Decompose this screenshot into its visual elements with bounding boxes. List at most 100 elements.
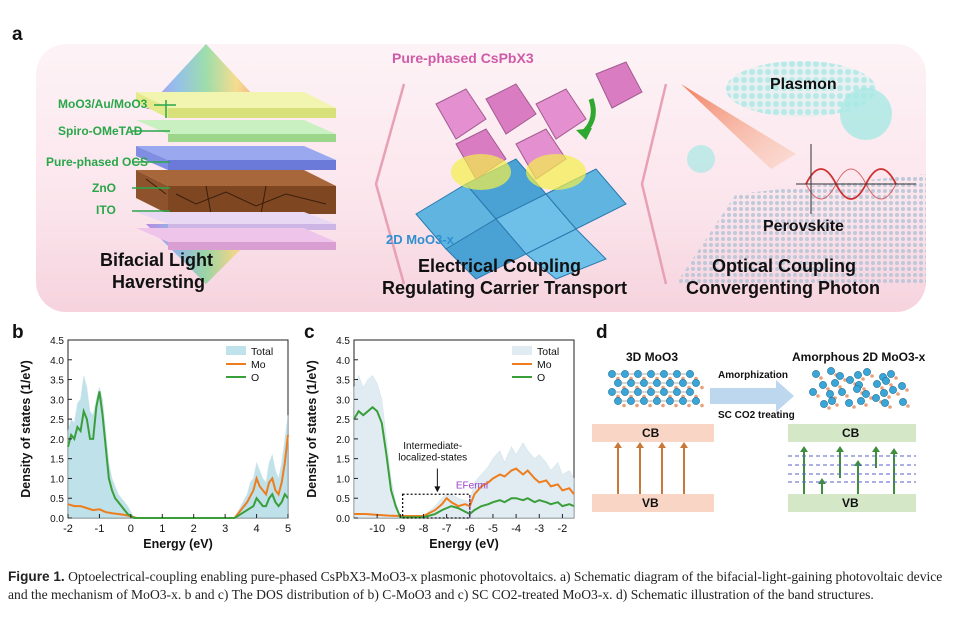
x-tick-label: 1 — [159, 523, 165, 535]
center-title-line2: Regulating Carrier Transport — [382, 278, 628, 298]
o-atom — [700, 385, 704, 390]
left-title-line1: Bifacial Light — [100, 250, 214, 270]
mo-atom — [880, 389, 888, 397]
series-mo-line — [67, 434, 289, 519]
excitation-arrows-right — [800, 446, 898, 494]
x-tick-label: 0 — [128, 523, 134, 535]
lattice-3d-moo3 — [608, 370, 704, 408]
o-atom — [852, 405, 856, 409]
mo-atom — [634, 370, 642, 378]
o-atom — [887, 395, 891, 399]
o-atom — [880, 386, 884, 390]
y-tick-label: 4.0 — [336, 356, 350, 367]
mo-atom — [608, 370, 616, 378]
o-atom — [905, 388, 909, 392]
annotation-efermi: EFermi — [456, 480, 488, 491]
mo-atom — [692, 397, 700, 405]
legend-label: O — [251, 372, 259, 384]
mo-atom — [660, 388, 668, 396]
perovskite-label: Perovskite — [763, 218, 844, 235]
mo-atom — [653, 397, 661, 405]
intermediate-levels — [788, 455, 916, 483]
y-tick-label: 4.0 — [50, 356, 64, 367]
y-tick-label: 0.5 — [336, 494, 350, 505]
x-tick-label: 4 — [254, 523, 260, 535]
mo-atom — [679, 397, 687, 405]
panel-label-a: a — [12, 24, 23, 45]
x-tick-label: 2 — [191, 523, 197, 535]
o-atom — [648, 403, 652, 408]
cb-band-right — [788, 424, 916, 442]
y-tick-label: 3.5 — [336, 376, 350, 387]
legend-swatch — [512, 346, 532, 355]
y-axis-label: Density of states (1/eV) — [306, 360, 319, 498]
y-tick-label: 2.0 — [50, 435, 64, 446]
mo-atom — [898, 382, 906, 390]
x-tick-label: -4 — [511, 523, 521, 535]
o-atom — [622, 403, 626, 408]
layer-label-spiro: Spiro-OMeTAD — [58, 124, 143, 138]
o-atom — [826, 387, 830, 391]
right-title-line2: Convergenting Photon — [686, 278, 880, 298]
band-structure-diagram — [592, 367, 916, 512]
y-tick-label: 0.5 — [50, 494, 64, 505]
o-atom — [870, 374, 874, 378]
legend-label: Total — [537, 346, 559, 358]
d-cb-left: CB — [642, 426, 660, 440]
o-atom — [869, 396, 873, 400]
d-cb-right: CB — [842, 426, 860, 440]
mo-atom — [809, 388, 817, 396]
panel-label-c: c — [304, 322, 315, 343]
arrow-head — [636, 442, 644, 448]
mo-atom — [820, 400, 828, 408]
arrow-head — [658, 442, 666, 448]
o-atom — [700, 403, 704, 408]
panel-label-b: b — [12, 322, 24, 343]
separator-left — [374, 83, 406, 285]
o-atom — [862, 387, 866, 391]
mo-atom — [640, 379, 648, 387]
annotation-arrow-head — [434, 486, 441, 493]
y-tick-label: 4.5 — [50, 336, 64, 347]
o-atom — [816, 394, 820, 398]
dos-chart-c: -10-9-8-7-6-5-4-3-20.00.51.01.52.02.53.0… — [306, 336, 575, 551]
x-tick-label: 3 — [222, 523, 228, 535]
mo-atom — [627, 379, 635, 387]
mo-atom — [647, 388, 655, 396]
separator-right — [640, 83, 668, 285]
mo-atom — [857, 397, 865, 405]
o-atom — [896, 392, 900, 396]
lattice-amorphous — [809, 367, 910, 410]
o-atom — [838, 385, 842, 389]
mo-atom — [836, 372, 844, 380]
mo-atom — [647, 370, 655, 378]
center-bottom-label: 2D MoO3-x — [386, 232, 454, 247]
mo-atom — [862, 390, 870, 398]
mo-atom — [666, 397, 674, 405]
mo-atom — [854, 371, 862, 379]
mo-atom — [673, 388, 681, 396]
o-atom — [894, 376, 898, 380]
x-tick-label: 5 — [285, 523, 291, 535]
plasmon-structure — [676, 61, 926, 284]
mo-atom — [873, 380, 881, 388]
mo-atom — [846, 376, 854, 384]
y-tick-label: 2.0 — [336, 435, 350, 446]
cb-band-left — [592, 424, 714, 442]
d-left-title: 3D MoO3 — [626, 350, 679, 364]
x-axis-label: Energy (eV) — [429, 537, 498, 551]
mo-atom — [692, 379, 700, 387]
mo-atom — [653, 379, 661, 387]
mo-atom — [899, 398, 907, 406]
y-tick-label: 1.0 — [336, 474, 350, 485]
y-axis-label: Density of states (1/eV) — [20, 360, 33, 498]
arrow-head — [818, 478, 826, 484]
o-atom — [861, 377, 865, 381]
mo-atom — [627, 397, 635, 405]
right-title-line1: Optical Coupling — [712, 256, 856, 276]
o-atom — [845, 394, 849, 398]
y-tick-label: 0.0 — [50, 514, 64, 525]
o-atom — [906, 404, 910, 408]
series-o-line — [67, 391, 289, 519]
